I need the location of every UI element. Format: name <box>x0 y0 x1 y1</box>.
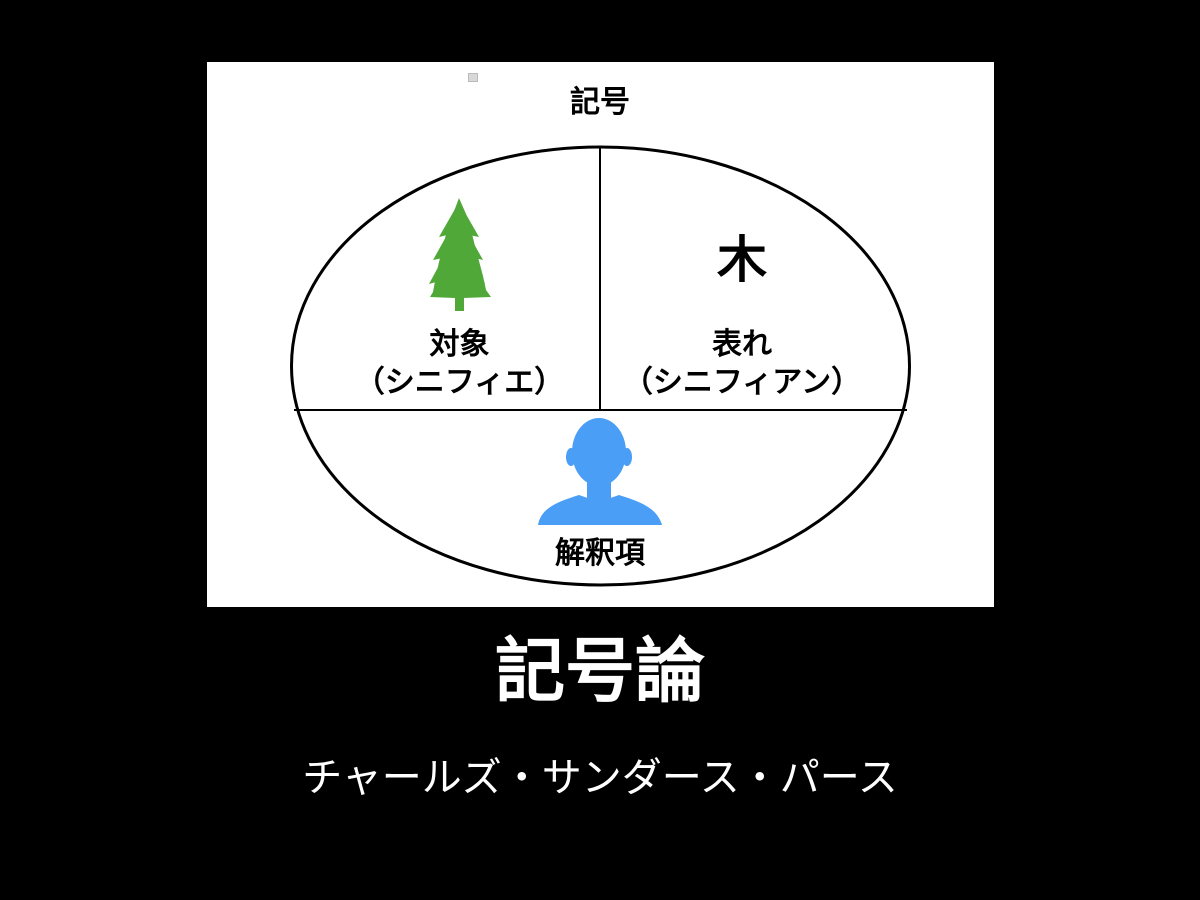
tree-icon <box>429 198 491 311</box>
slide-subtitle: チャールズ・サンダース・パース <box>302 755 898 801</box>
diagram-panel: 記号 木 対象 （シニフィエ） 表れ （シニフィアン） 解釈項 <box>207 62 994 607</box>
interpretant-label: 解釈項 <box>555 536 645 571</box>
representamen-sublabel: （シニフィアン） <box>622 365 862 400</box>
small-marker-icon <box>468 73 478 82</box>
object-label: 対象 <box>429 327 490 362</box>
sign-label: 記号 <box>570 85 630 120</box>
semiotic-triangle-diagram <box>290 145 911 587</box>
representamen-label: 表れ <box>712 327 772 362</box>
person-icon <box>538 418 662 525</box>
slide-title: 記号論 <box>495 630 705 712</box>
representamen-symbol: 木 <box>717 231 767 289</box>
object-sublabel: （シニフィエ） <box>354 365 565 400</box>
